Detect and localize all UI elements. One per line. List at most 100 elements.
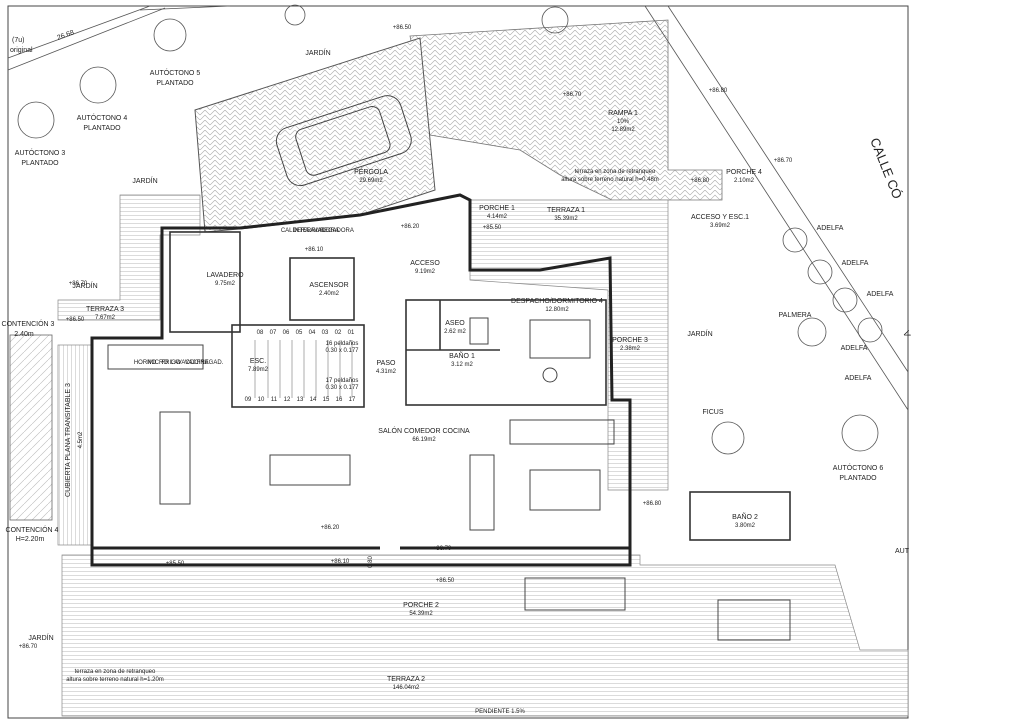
stair-number: 09 [245,397,252,403]
room-name-bano2: BAÑO 2 [732,512,758,521]
level-marker: +86.70 [433,546,452,552]
left-terrace [57,194,201,321]
level-marker: +86.50 [66,317,85,323]
cubierta-area: 4.5m2 [78,431,84,448]
room-area-lavadero: 9.75m2 [215,281,236,287]
tree-state: PLANTADO [83,125,121,132]
room-area-bano1: 3.12 m2 [451,362,473,368]
level-marker: +85.50 [166,561,185,567]
level-marker: +86.70 [19,644,38,650]
room-area-rampa: 12.89m2 [611,127,635,133]
laundry-label: SECADORA [320,228,354,234]
room-area-terraza3: 7.67m2 [95,315,116,321]
level-marker: +86.80 [643,501,662,507]
room-name-salon: SALÓN COMEDOR COCINA [378,426,470,435]
adelfa-label: ADELFA [867,291,894,298]
level-marker: +86.50 [393,25,412,31]
room-area-porche3: 2.38m2 [620,346,641,352]
small-dim: 0.80 [368,556,374,568]
contencion4-height: H=2.20m [16,536,45,543]
ref-label-2: original [10,47,33,54]
room-area-bano2: 3.80m2 [735,523,756,529]
room-area-acceso_esc: 3.69m2 [710,223,731,229]
laundry-label: CALDERA [281,228,309,234]
tree-state: PLANTADO [839,475,877,482]
tree-state: PLANTADO [21,160,59,167]
stair-number: 03 [322,330,329,336]
contencion-wall [9,334,53,521]
cubierta-deck [57,344,93,546]
stair-number: 06 [283,330,290,336]
room-area-despacho: 12.80m2 [545,307,569,313]
room-name-acceso_esc: ACCESO Y ESC.1 [691,214,749,221]
room-area-aseo: 2.62 m2 [444,329,466,335]
cubierta-name: CUBIERTA PLANA TRANSITABLE 3 [65,383,72,497]
level-marker: +85.50 [483,225,502,231]
room-name-esc: ESC. [250,358,266,365]
tree-name: AUTÓCTONO 6 [833,463,884,472]
pendiente-label: PENDIENTE 1.5% [475,709,525,715]
level-marker: +86.70 [774,158,793,164]
kitchen-label: HORNO [134,360,157,366]
garden-label: JARDÍN [132,176,157,185]
laundry-label: LAVADORA [307,228,339,234]
stair-number: 14 [310,397,317,403]
adelfa-label: ADELFA [841,345,868,352]
stair-dims-lower: 0.30 x 0.177 [325,385,359,391]
retranqueo-note: terraza en zona de retranqueo [575,169,656,175]
room-area-porche4: 2.10m2 [734,178,755,184]
room-name-bano1: BAÑO 1 [449,351,475,360]
level-marker: +86.80 [691,178,710,184]
house-walls [90,193,632,567]
room-name-terraza1: TERRAZA 1 [547,207,585,214]
stair-steps-upper: 16 peldaños [326,341,359,347]
kitchen-label: FREGAD. [197,360,224,366]
ficus-label: FICUS [703,409,724,416]
room-name-porche1: PORCHE 1 [479,205,515,212]
stair-number: 01 [348,330,355,336]
room-name-porche3: PORCHE 3 [612,337,648,344]
palmera-label: PALMERA [779,312,812,319]
retranqueo-note: altura sobre terreno natural h=1.20m [66,677,164,683]
room-name-lavadero: LAVADERO [206,272,244,279]
garden-label: JARDÍN [72,281,97,290]
adelfa-label: ADELFA [845,375,872,382]
tree-name: AUTÓCTONO 4 [77,113,128,122]
level-marker: +86.50 [436,578,455,584]
room-area-terraza1: 35.39m2 [554,216,578,222]
stair-number: 04 [309,330,316,336]
room-area-ascensor: 2.40m2 [319,291,340,297]
car-outline [275,95,412,187]
adelfa-label: ADELFA [842,260,869,267]
level-marker: +86.10 [331,559,350,565]
room-area-acceso: 9.19m2 [415,269,436,275]
room-name-aseo: ASEO [445,320,465,327]
room-name-terraza2: TERRAZA 2 [387,676,425,683]
room-name-porche4: PORCHE 4 [726,169,762,176]
room-area-pergola: 29.69m2 [359,178,383,184]
kitchen-label: COCINA [185,360,208,366]
kitchen-label: FRIGO [162,360,181,366]
stair-number: 13 [297,397,304,403]
tree-name: AUTÓCTONO 3 [15,148,66,157]
stair-number: 11 [271,397,278,403]
kitchen-label: LAVAVAJ. [171,360,198,366]
room-area-porche2: 54.39m2 [409,611,433,617]
room-slope-rampa: 10% [617,119,630,125]
adelfa-label: ADELFA [817,225,844,232]
garden-label: JARDÍN [305,48,330,57]
stair-dims-upper: 0.30 x 0.177 [325,348,359,354]
level-marker: +86.10 [305,247,324,253]
tree-name: AUTÓCTONO 5 [150,68,201,77]
porche2-terraza2 [61,554,909,717]
room-area-paso: 4.31m2 [376,369,397,375]
room-name-acceso: ACCESO [410,260,440,267]
level-marker: +86.70 [69,281,88,287]
room-name-despacho: DESPACHO/DORMITORIO 4 [511,298,603,305]
ref-label: (7u) [12,37,24,44]
property-lines [7,5,231,71]
room-name-paso: PASO [377,360,396,367]
stair-number: 15 [323,397,330,403]
stair-number: 12 [284,397,291,403]
